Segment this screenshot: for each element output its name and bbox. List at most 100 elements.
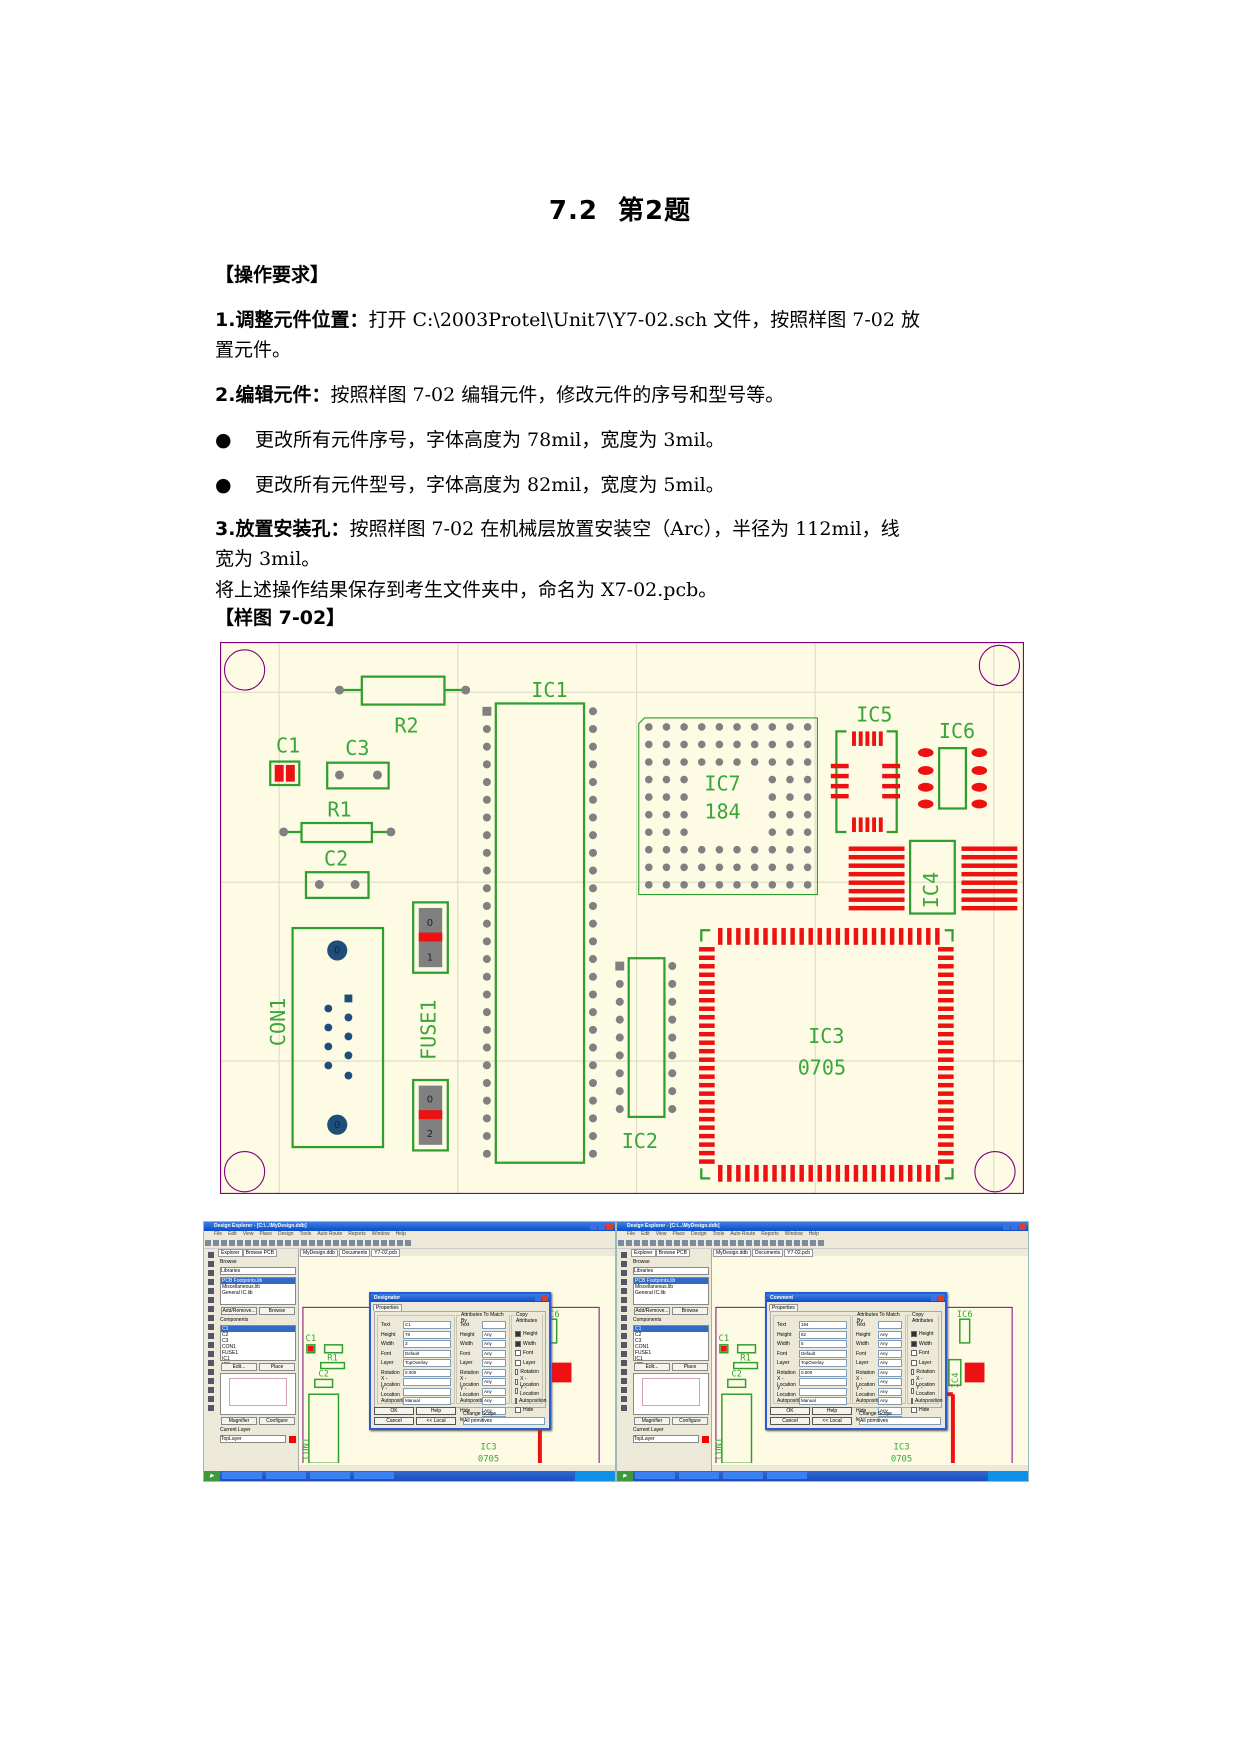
tool-icon[interactable] <box>621 1297 627 1303</box>
list-item[interactable]: C1 <box>634 1326 708 1332</box>
menu-item[interactable]: Edit <box>641 1231 650 1237</box>
copy-checkbox[interactable] <box>911 1359 917 1366</box>
maximize-button[interactable] <box>1011 1223 1018 1230</box>
close-icon[interactable] <box>938 1295 944 1301</box>
browse-button[interactable]: Browse <box>672 1307 708 1315</box>
tool-icon[interactable] <box>621 1387 627 1393</box>
tool-icon[interactable] <box>208 1297 214 1303</box>
menu-item[interactable]: Tools <box>712 1231 725 1237</box>
browse-button[interactable]: Browse <box>259 1307 295 1315</box>
field-input[interactable]: C1 <box>403 1321 451 1329</box>
field-input[interactable]: 0.000 <box>403 1368 451 1377</box>
menu-item[interactable]: View <box>242 1231 254 1237</box>
toolbar-button-icon[interactable] <box>341 1240 347 1246</box>
close-button[interactable] <box>606 1223 613 1230</box>
toolbar-button-icon[interactable] <box>634 1240 640 1246</box>
toolbar-button-icon[interactable] <box>245 1240 251 1246</box>
panel-tab[interactable]: Explorer <box>631 1249 656 1257</box>
toolbar-button-icon[interactable] <box>778 1240 784 1246</box>
field-input[interactable]: Manual <box>403 1397 451 1405</box>
toolbar-button-icon[interactable] <box>309 1240 315 1246</box>
list-item[interactable]: General IC.lib <box>222 1290 253 1296</box>
list-item[interactable]: C2 <box>635 1332 642 1338</box>
taskbar-item[interactable] <box>353 1472 394 1479</box>
tool-icon[interactable] <box>208 1333 214 1339</box>
tool-icon[interactable] <box>621 1279 627 1285</box>
list-item[interactable]: C3 <box>635 1338 642 1344</box>
menu-item[interactable]: Help <box>808 1231 819 1237</box>
layer-tabs[interactable] <box>299 1465 615 1471</box>
help-button[interactable]: Help <box>812 1407 852 1415</box>
toolbar-button-icon[interactable] <box>285 1240 291 1246</box>
copy-checkbox[interactable] <box>911 1369 915 1375</box>
current-layer-select[interactable]: TopLayer <box>633 1435 699 1443</box>
tool-icon[interactable] <box>621 1324 627 1330</box>
magnifier-button[interactable]: Magnifier <box>634 1417 670 1425</box>
toolbar-button-icon[interactable] <box>714 1240 720 1246</box>
toolbar-button-icon[interactable] <box>754 1240 760 1246</box>
list-item[interactable]: IC1 <box>635 1356 643 1362</box>
copy-checkbox[interactable] <box>515 1359 521 1366</box>
browse-select[interactable]: Libraries <box>634 1268 654 1274</box>
toolbar-button-icon[interactable] <box>618 1240 624 1246</box>
match-select[interactable]: Any <box>878 1359 902 1367</box>
tool-icon[interactable] <box>208 1252 214 1258</box>
menu-item[interactable]: Place <box>259 1231 272 1237</box>
tool-icon[interactable] <box>208 1306 214 1312</box>
toolbar-button-icon[interactable] <box>269 1240 275 1246</box>
list-item[interactable]: CON1 <box>222 1344 236 1350</box>
cancel-button[interactable]: Cancel <box>770 1417 810 1425</box>
menu-item[interactable]: Reports <box>761 1231 779 1237</box>
toolbar-button-icon[interactable] <box>349 1240 355 1246</box>
toolbar-button-icon[interactable] <box>658 1240 664 1246</box>
field-input[interactable]: Manual <box>799 1397 847 1405</box>
tool-icon[interactable] <box>208 1387 214 1393</box>
toolbar-button-icon[interactable] <box>642 1240 648 1246</box>
toolbar-button-icon[interactable] <box>277 1240 283 1246</box>
copy-checkbox[interactable] <box>911 1378 915 1385</box>
toolbar-button-icon[interactable] <box>770 1240 776 1246</box>
toolbar-button-icon[interactable] <box>397 1240 403 1246</box>
place-button[interactable]: Place <box>672 1363 708 1371</box>
place-button[interactable]: Place <box>259 1363 295 1371</box>
document-tab[interactable]: MyDesign.ddb <box>300 1249 338 1257</box>
tool-icon[interactable] <box>208 1396 214 1402</box>
list-item[interactable]: C3 <box>222 1338 229 1344</box>
list-item[interactable]: C2 <box>222 1332 229 1338</box>
toolbar-button-icon[interactable] <box>738 1240 744 1246</box>
change-scope-select[interactable]: All primitives <box>463 1417 545 1425</box>
field-input[interactable] <box>799 1387 847 1396</box>
taskbar-item[interactable] <box>221 1472 262 1479</box>
list-item[interactable]: PCB Footprints.lib <box>634 1278 708 1284</box>
close-icon[interactable] <box>542 1295 548 1301</box>
browse-select[interactable]: Libraries <box>221 1268 241 1274</box>
configure-button[interactable]: Configure <box>672 1417 708 1425</box>
global-button[interactable]: << Local <box>812 1417 852 1425</box>
toolbar-button-icon[interactable] <box>682 1240 688 1246</box>
ok-button[interactable]: OK <box>374 1407 414 1415</box>
add-remove-button[interactable]: Add/Remove... <box>221 1307 257 1315</box>
document-tab[interactable]: Y7-02.pcb <box>784 1249 814 1257</box>
toolbar-button-icon[interactable] <box>221 1240 227 1246</box>
tab-properties[interactable]: Properties <box>769 1304 798 1311</box>
list-item[interactable]: IC1 <box>222 1356 230 1362</box>
menu-item[interactable]: File <box>627 1231 636 1237</box>
copy-checkbox[interactable] <box>911 1388 915 1394</box>
toolbar-button-icon[interactable] <box>389 1240 395 1246</box>
tool-icon[interactable] <box>621 1396 627 1402</box>
field-input[interactable]: 82 <box>799 1330 847 1339</box>
field-input[interactable]: TopOverlay <box>799 1359 847 1367</box>
toolbar-button-icon[interactable] <box>405 1240 411 1246</box>
menu-item[interactable]: Design <box>690 1231 707 1237</box>
tool-icon[interactable] <box>621 1360 627 1366</box>
help-icon[interactable] <box>931 1295 937 1301</box>
toolbar-button-icon[interactable] <box>365 1240 371 1246</box>
match-select[interactable]: Any <box>482 1387 506 1396</box>
close-button[interactable] <box>1019 1223 1026 1230</box>
match-select[interactable] <box>878 1321 902 1329</box>
taskbar-item[interactable] <box>722 1472 763 1479</box>
list-item[interactable]: PCB Footprints.lib <box>221 1278 295 1284</box>
document-tab[interactable]: Documents <box>751 1249 784 1257</box>
toolbar-button-icon[interactable] <box>381 1240 387 1246</box>
panel-tab[interactable]: Browse PCB <box>655 1249 690 1257</box>
